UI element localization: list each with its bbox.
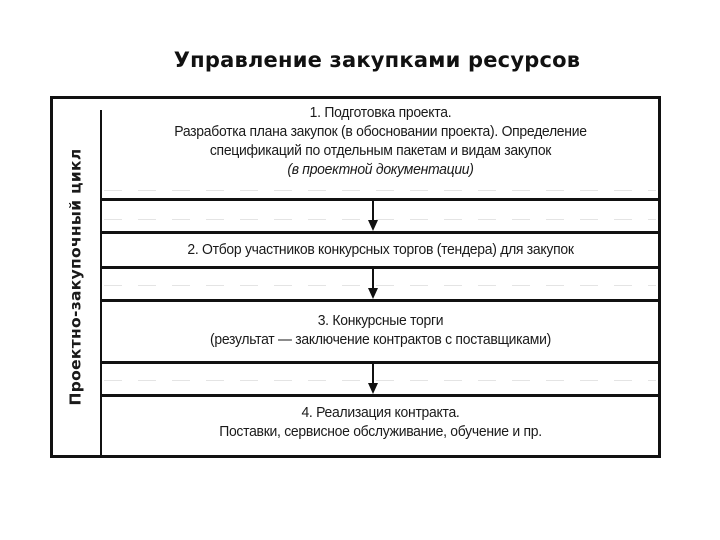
step-4-box: 4. Реализация контракта. Поставки, серви…: [121, 403, 639, 441]
step-2-title: 2. Отбор участников конкурсных торгов (т…: [187, 241, 574, 258]
step-3-line-2: (результат — заключение контрактов с пос…: [210, 331, 551, 348]
step-4-top-border: [101, 394, 659, 397]
step-1-line-3: спецификаций по отдельным пакетам и вида…: [209, 142, 552, 159]
cycle-label: Проектно-закупочный цикл: [53, 99, 99, 455]
step-3-box: 3. Конкурсные торги (результат — заключе…: [121, 311, 639, 349]
scan-artifact: [104, 285, 656, 286]
step-2-top-border: [101, 231, 659, 234]
cycle-label-text: Проектно-закупочный цикл: [67, 148, 85, 406]
scan-artifact: [104, 380, 656, 381]
step-1-line-2: Разработка плана закупок (в обосновании …: [174, 123, 587, 140]
step-1-line-4: (в проектной документации): [287, 161, 474, 178]
scan-artifact: [104, 219, 656, 220]
step-2-bottom-border: [101, 266, 659, 269]
label-column-divider: [100, 110, 102, 456]
process-diagram-frame: [50, 96, 661, 458]
step-4-title: 4. Реализация контракта.: [301, 404, 460, 421]
step-3-top-border: [101, 299, 659, 302]
step-3-title: 3. Конкурсные торги: [317, 312, 444, 329]
step-1-box: 1. Подготовка проекта. Разработка плана …: [121, 103, 639, 179]
arrow-down-icon: [368, 269, 378, 299]
scan-artifact: [104, 190, 656, 191]
arrow-down-icon: [368, 201, 378, 231]
step-3-bottom-border: [101, 361, 659, 364]
step-2-box: 2. Отбор участников конкурсных торгов (т…: [121, 240, 639, 259]
arrow-down-icon: [368, 364, 378, 394]
step-1-title: 1. Подготовка проекта.: [309, 104, 452, 121]
step-1-bottom-border: [101, 198, 659, 201]
slide-title: Управление закупками ресурсов: [173, 48, 581, 72]
step-4-line-2: Поставки, сервисное обслуживание, обучен…: [219, 423, 542, 440]
